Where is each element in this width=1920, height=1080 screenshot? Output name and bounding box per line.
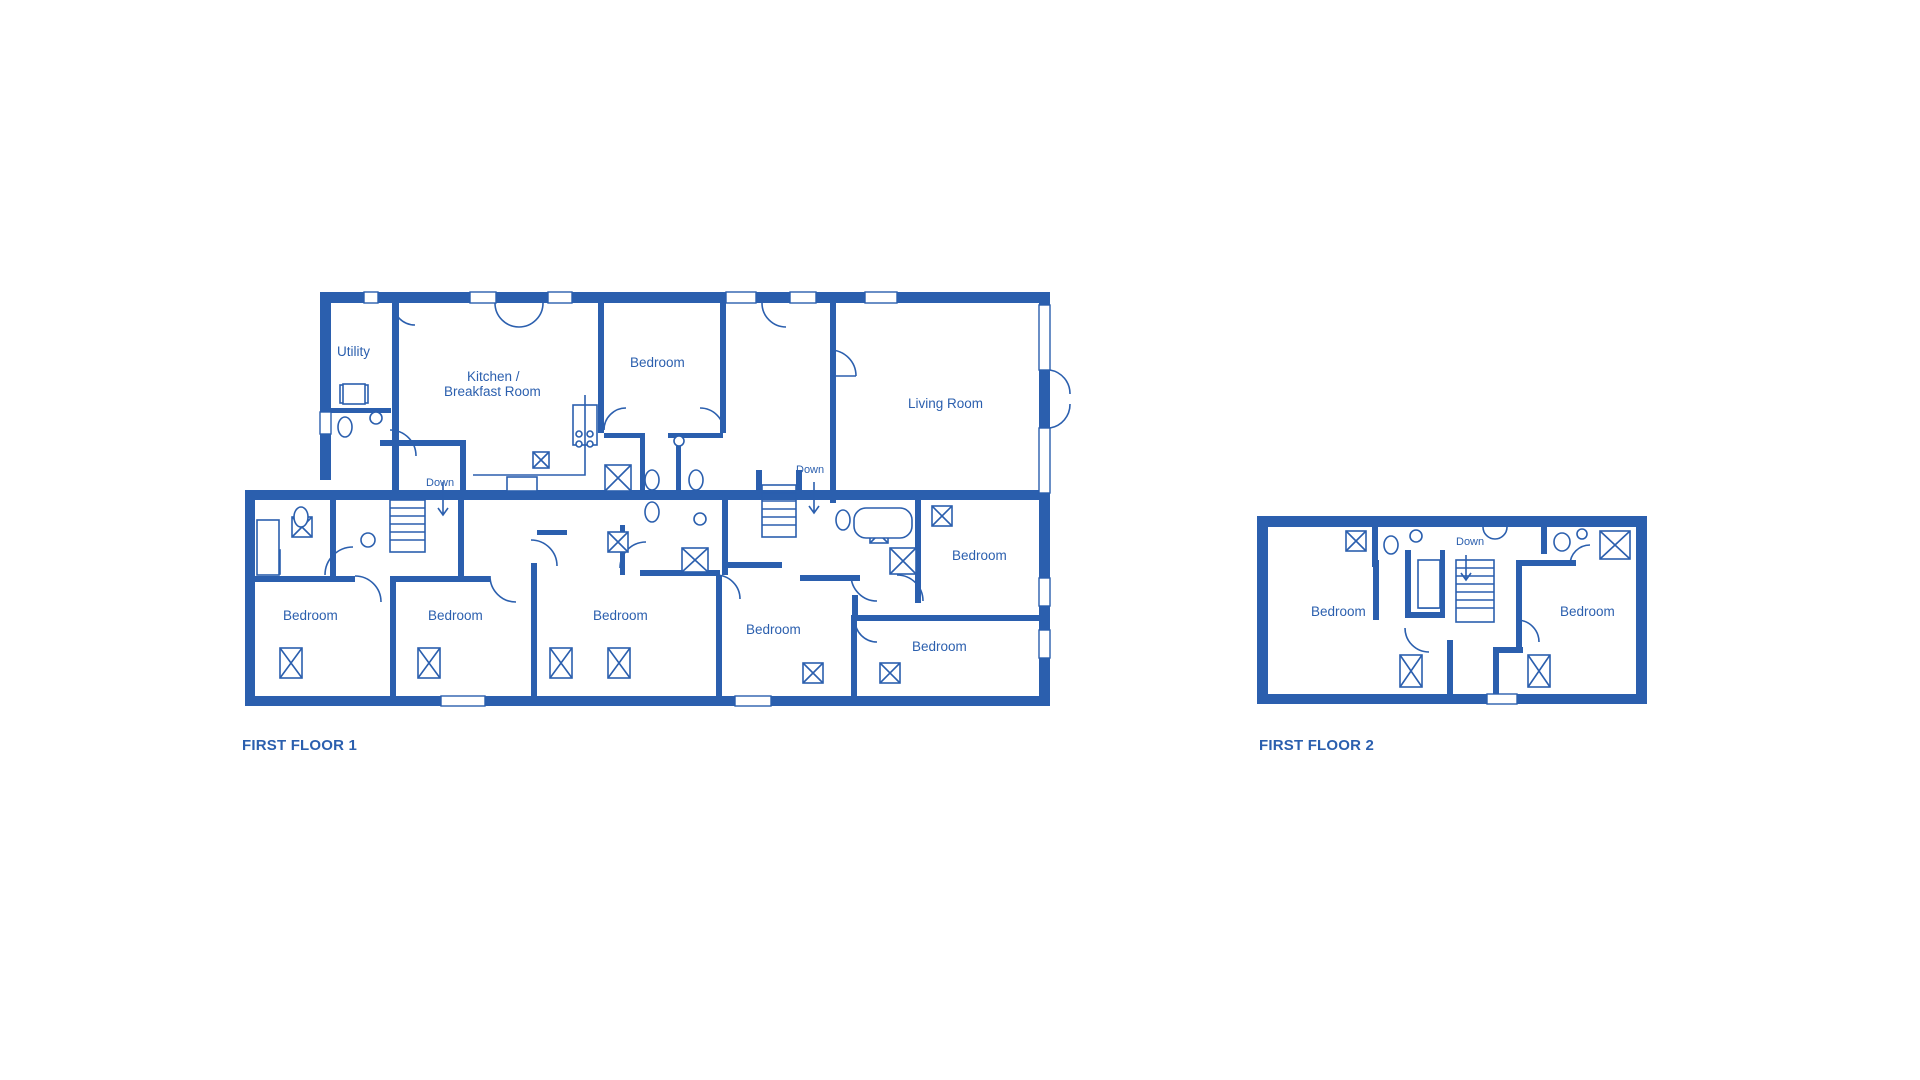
label-floor2-bedroom-east: Bedroom [1560,604,1615,619]
stairs-3 [1455,555,1495,623]
label-bedroom-east: Bedroom [952,548,1007,563]
label-kitchen-line1: Kitchen / [467,369,520,384]
stairs-1 [389,482,449,553]
label-bedroom-sw2: Bedroom [428,608,483,623]
floor-1-plan: Utility Kitchen / Breakfast Room Bedroom… [245,291,1071,707]
label-bedroom-mid: Bedroom [593,608,648,623]
bathroom-fixtures-floor-2 [1383,528,1588,609]
floor-1-title: FIRST FLOOR 1 [242,737,358,754]
skylights-floor-1 [257,451,953,684]
label-living-room: Living Room [908,396,983,411]
label-floor2-stairs-down: Down [1456,536,1484,548]
floor-2-plan: Bedroom Bedroom Down [1257,516,1647,705]
label-bedroom-top: Bedroom [630,355,685,370]
label-bedroom-sw1: Bedroom [283,608,338,623]
label-bedroom-se2: Bedroom [912,639,967,654]
label-stairs-down-2: Down [796,464,824,476]
label-bedroom-se1: Bedroom [746,622,801,637]
floor-2-title: FIRST FLOOR 2 [1259,737,1375,754]
stairs-2 [761,482,820,538]
label-kitchen-line2: Breakfast Room [444,384,541,399]
label-floor2-bedroom-west: Bedroom [1311,604,1366,619]
bathroom-fixtures-floor-1 [256,383,913,576]
label-stairs-down-1: Down [426,477,454,489]
label-utility: Utility [337,344,370,359]
